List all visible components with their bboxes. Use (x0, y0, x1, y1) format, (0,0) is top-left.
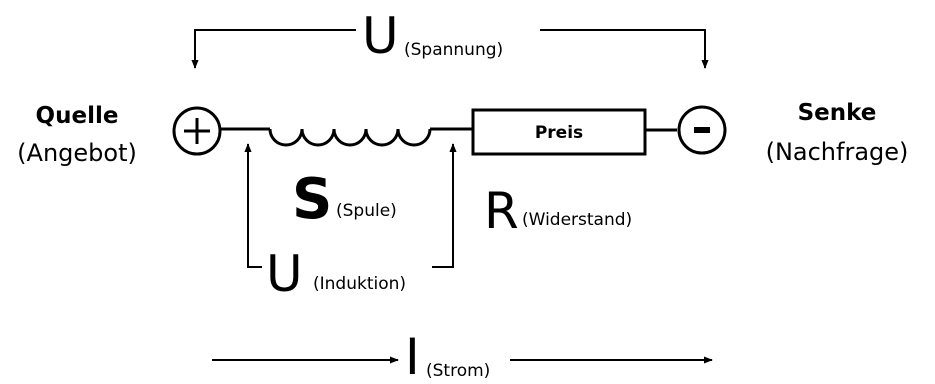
coil-symbol-letter: S (292, 167, 332, 232)
coil-wire (220, 127, 473, 147)
voltage-symbol: U (362, 7, 399, 65)
induction-arrow-right (432, 143, 457, 268)
resistor-label: (Widerstand) (522, 210, 632, 230)
induction-bracket (244, 143, 457, 268)
voltage-bracket (191, 29, 709, 69)
source-title: Quelle (36, 103, 119, 129)
voltage-arrow-left (191, 29, 356, 69)
resistor-box-text: Preis (535, 123, 583, 143)
sink-subtitle: (Nachfrage) (766, 138, 909, 166)
induction-label: (Induktion) (313, 274, 406, 294)
induction-arrow-left (244, 143, 262, 268)
voltage-label: (Spannung) (404, 40, 503, 60)
coil-symbol (268, 128, 432, 147)
sink-title: Senke (798, 100, 877, 126)
voltage-arrow-right (540, 29, 709, 69)
induction-symbol: U (266, 245, 303, 303)
minus-circle-icon (677, 105, 727, 155)
resistor-symbol: R (484, 182, 519, 240)
resistor-box (471, 108, 647, 156)
plus-circle-icon (172, 106, 222, 156)
current-label: (Strom) (426, 361, 490, 381)
current-symbol: I (405, 328, 420, 384)
coil-label: (Spule) (336, 201, 397, 221)
source-subtitle: (Angebot) (17, 139, 137, 167)
